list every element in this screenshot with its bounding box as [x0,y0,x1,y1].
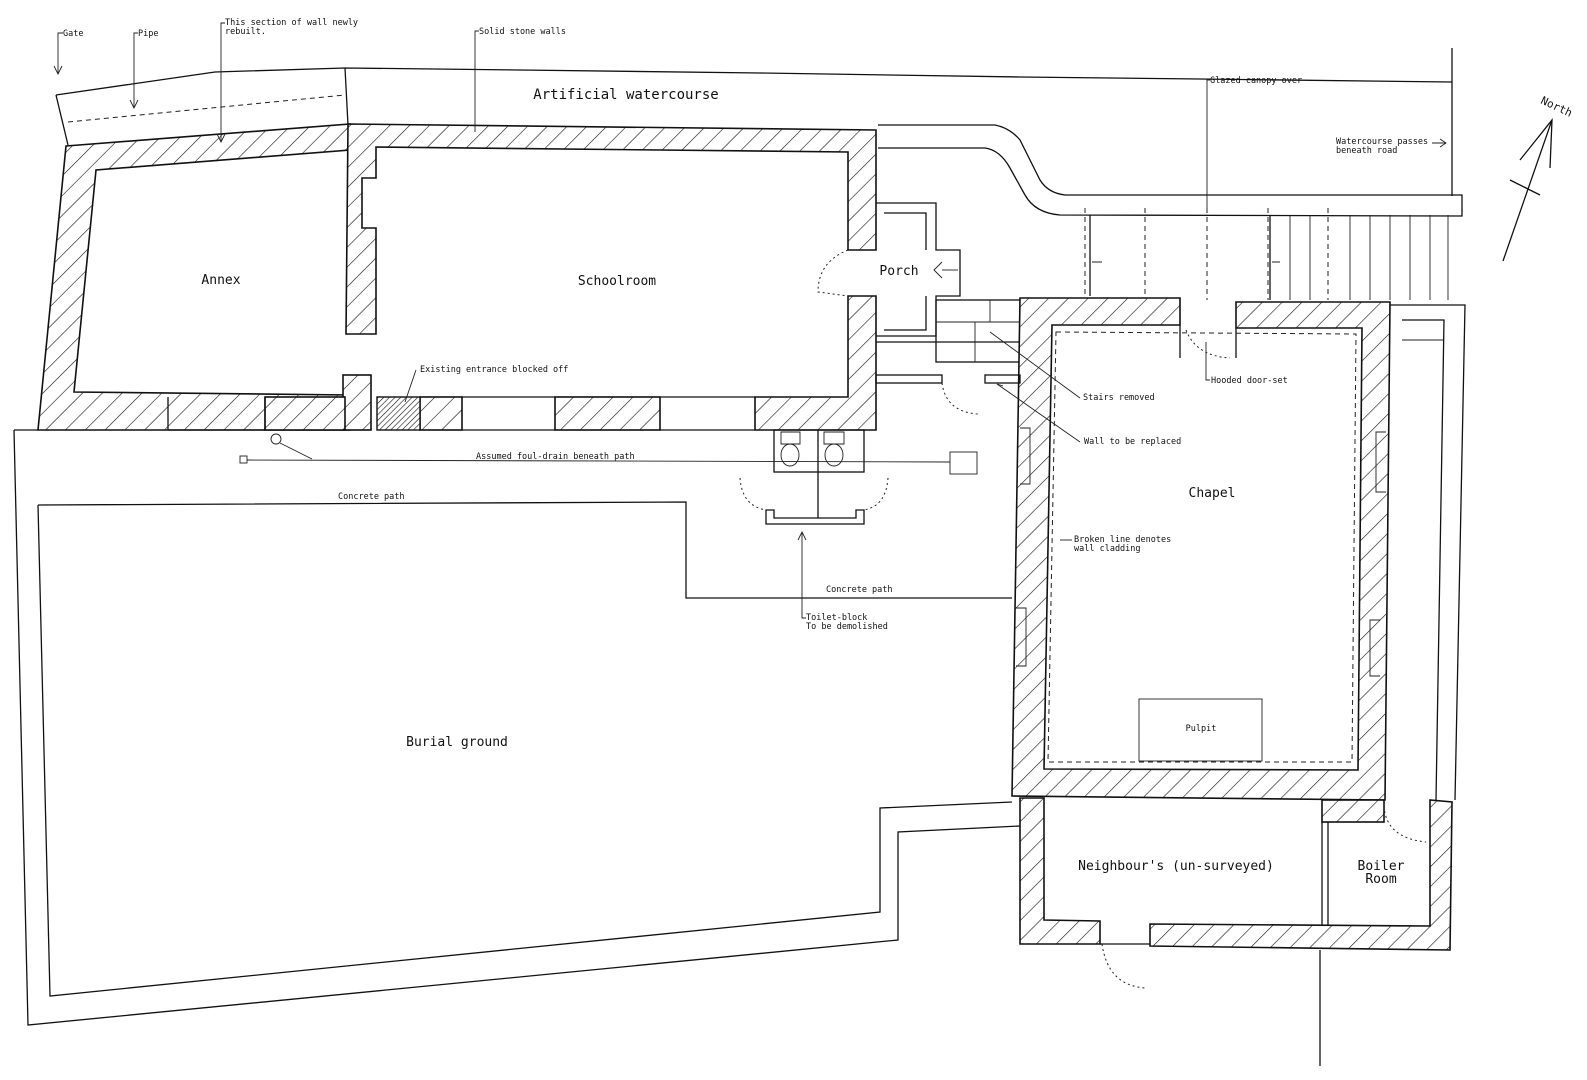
chapel-label: Chapel [1189,486,1236,501]
wall-rebuilt-note-2: rebuilt. [225,27,266,37]
solid-stone-note: Solid stone walls [479,27,566,37]
concrete-path-note-2: Concrete path [826,585,893,595]
toilet-door-swing [863,477,889,511]
gate-note: Gate [63,29,83,39]
stairs-removed-note: Stairs removed [1083,393,1155,403]
south-wall-segment [419,396,463,431]
blocked-entrance [376,396,421,431]
foul-drain-note: Assumed foul-drain beneath path [476,452,635,462]
wall-replaced-note: Wall to be replaced [1084,437,1181,447]
broken-line-note-1: Broken line denotes [1074,535,1171,545]
toilet-note-2: To be demolished [806,622,888,632]
schoolroom-north-wall [345,123,877,335]
burial-ground-boundary [13,429,1021,1026]
wall-rebuilt-note-1: This section of wall newly [225,18,358,28]
glazed-canopy [1084,208,1449,300]
side-passage [1390,304,1466,801]
stair-area [935,299,1021,363]
schoolroom-label: Schoolroom [578,274,656,289]
annex-wall [37,123,351,431]
annex-label: Annex [201,273,240,288]
annotations: Gate Pipe This section of wall newly reb… [63,18,1574,632]
leader-lines [53,22,1447,619]
foul-drain [239,433,978,475]
neighbour-west-wall [1019,797,1101,945]
boiler-door-swing [1383,805,1427,843]
porch-label: Porch [879,264,918,279]
hooded-door-swing [1185,329,1231,359]
concrete-path-note-1: Concrete path [338,492,405,502]
wall-cladding-line [1047,331,1357,763]
entry-door-swing [941,382,979,415]
passes-note-2: beneath road [1336,146,1397,156]
annex-schoolroom-walls [37,123,877,431]
pulpit-label: Pulpit [1186,724,1217,734]
room-labels: Annex Schoolroom Porch Chapel Pulpit Bur… [201,87,1404,887]
watercourse-label: Artificial watercourse [533,87,718,103]
hooded-door-note: Hooded door-set [1211,376,1288,386]
schoolroom-east-wall [754,295,877,431]
south-wall [1149,799,1453,951]
burial-ground-label: Burial ground [406,735,508,750]
neighbours-label: Neighbour's (un-surveyed) [1078,859,1274,874]
chapel-windows [1016,427,1386,677]
glazed-canopy-note: Glazed canopy over [1210,76,1302,86]
south-wall-segment [554,396,661,431]
toilet-door-swing [739,477,767,511]
steps [1289,215,1449,300]
toilet-block [739,429,889,525]
north-label: North [1539,94,1575,120]
boiler-label-line2: Room [1365,872,1396,887]
neighbour-door-swing [1101,943,1147,989]
passes-note-1: Watercourse passes [1336,137,1428,147]
pipe-note: Pipe [138,29,158,39]
north-arrow-icon [1502,118,1553,262]
pulpit-box [1138,698,1263,762]
watercourse [55,48,1463,217]
toilet-note-1: Toilet-block [806,613,867,623]
door-swing [817,249,849,297]
entry-walls [875,374,1021,415]
neighbour-boiler [1019,797,1453,1066]
broken-line-note-2: wall cladding [1074,544,1141,554]
boiler-wall [1321,799,1385,823]
boiler-label-line1: Boiler [1358,859,1405,874]
chapel-walls [1011,297,1391,801]
entrance-blocked-note: Existing entrance blocked off [420,365,568,375]
manhole-icon [270,433,282,445]
wall-pier [342,374,372,431]
south-wall-segment [264,396,346,431]
